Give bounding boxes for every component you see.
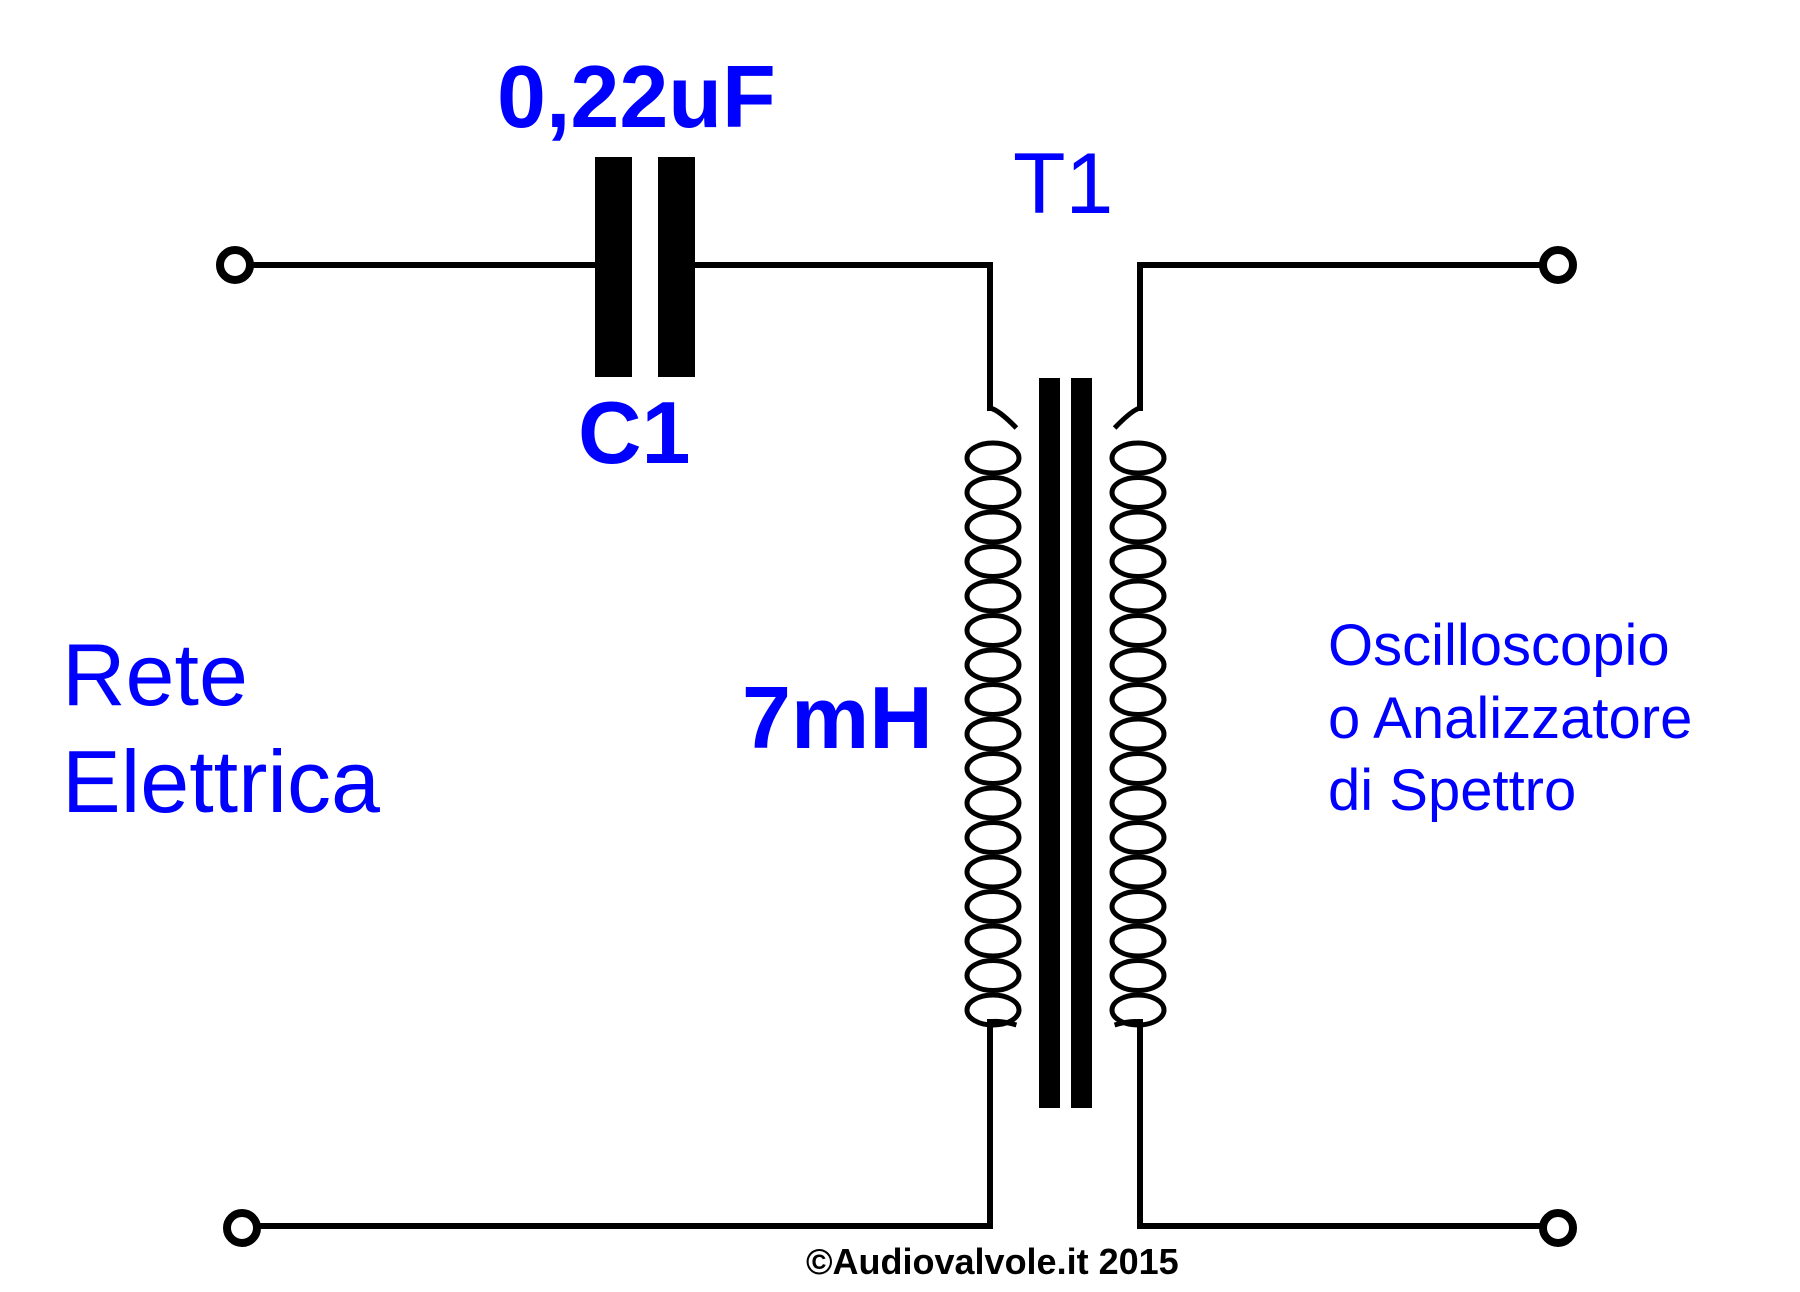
terminals [216,246,1577,1247]
capacitor-value-label: 0,22uF [497,47,776,146]
primary-winding [964,405,1022,1028]
coil-turn [964,716,1022,752]
coil-turn [1109,647,1167,683]
transformer-core-right [1071,378,1092,1108]
input-label-line1: Rete [62,625,248,724]
coil-turn [1109,751,1167,786]
terminal-output-bottom[interactable] [1539,1209,1577,1247]
coil-turn [964,578,1022,614]
terminal-input-top[interactable] [216,246,254,284]
coil-turn [1109,992,1167,1028]
capacitor-plate-left [595,157,632,377]
output-label-line2: o Analizzatore [1328,686,1692,751]
coil-turn [1109,475,1167,510]
coil-turn [1109,923,1167,959]
secondary-coil-lead-top [1112,405,1141,430]
primary-coil-lead-bottom [989,1018,1018,1028]
coil-turn [964,682,1022,717]
input-label-line2: Elettrica [62,732,380,831]
coil-turn [964,923,1022,959]
coil-turn [964,544,1022,579]
terminal-input-bottom[interactable] [223,1209,261,1247]
transformer-core-left [1039,378,1060,1108]
wires [232,262,1558,1229]
coil-turn [1109,820,1167,855]
wire-primary-to-bottom [237,1019,993,1229]
coil-turn [1109,544,1167,579]
coil-turn [964,854,1022,890]
wire-secondary-bottom [1137,1019,1558,1229]
coil-turn [1109,440,1167,476]
coil-turn [964,647,1022,683]
secondary-coil-lead-bottom [1113,1018,1141,1028]
output-label-line3: di Spettro [1328,758,1576,823]
coil-turn [1109,578,1167,614]
coil-turn [964,475,1022,510]
inductance-label: 7mH [742,668,933,767]
coil-turn [964,785,1022,821]
coil-turn [1109,854,1167,890]
coil-turn [1109,509,1167,545]
coil-turn [964,613,1022,648]
coil-turn [964,440,1022,476]
secondary-winding [1109,405,1167,1028]
capacitor-c1 [595,157,695,377]
labels: 0,22uF C1 T1 7mH Rete Elettrica Oscillos… [62,47,1692,1282]
capacitor-plate-right [658,157,695,377]
coil-turn [1109,958,1167,993]
coil-turn [964,820,1022,855]
primary-coil-lead-top [989,405,1019,430]
coil-turn [964,958,1022,993]
output-label-line1: Oscilloscopio [1328,613,1670,678]
coil-turn [964,992,1022,1028]
coil-turn [964,751,1022,786]
transformer-t1 [964,378,1167,1108]
coil-turn [964,509,1022,545]
coil-turn [1109,889,1167,924]
coil-turn [1109,613,1167,648]
coil-turn [1109,716,1167,752]
coil-turn [1109,682,1167,717]
capacitor-ref-label: C1 [578,383,691,482]
transformer-ref-label: T1 [1013,136,1113,232]
copyright-footer: ©Audiovalvole.it 2015 [806,1241,1179,1282]
wire-cap-to-primary [692,262,993,411]
coil-turn [964,889,1022,924]
wire-secondary-top [1137,262,1558,411]
coil-turn [1109,785,1167,821]
terminal-output-top[interactable] [1539,246,1577,284]
